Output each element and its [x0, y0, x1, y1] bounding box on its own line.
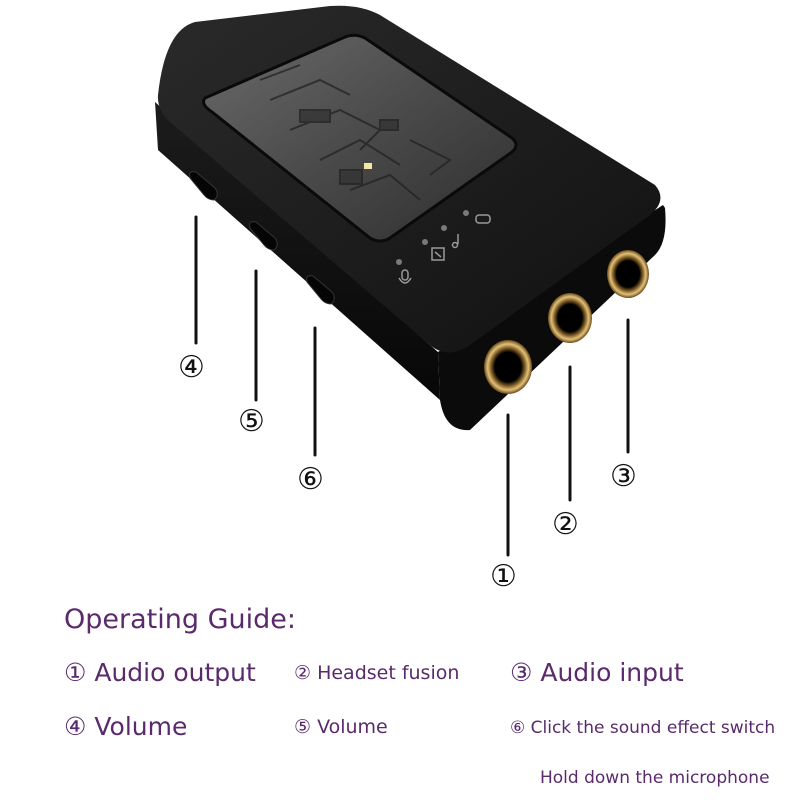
side-buttons	[189, 171, 335, 305]
device-left-side	[155, 102, 440, 400]
callout-2: ②	[552, 507, 579, 542]
music-note-icon	[451, 234, 459, 249]
screen-circuit-pattern	[259, 64, 452, 201]
guide-item-volume-4: ④ Volume	[64, 712, 188, 741]
gamepad-icon	[475, 214, 491, 224]
jack-1	[484, 340, 532, 394]
side-button-6	[306, 275, 335, 305]
callout-leader-lines	[194, 215, 630, 557]
jack-3	[607, 250, 649, 298]
side-button-4	[189, 171, 218, 201]
guide-item-headset-fusion: ② Headset fusion	[294, 662, 460, 684]
callout-6: ⑥	[297, 462, 324, 497]
guide-item-audio-input: ③ Audio input	[510, 658, 684, 687]
guide-item-sound-effect-switch: ⑥ Click the sound effect switch	[510, 718, 776, 738]
audio-jacks	[484, 250, 649, 394]
microphone-icon	[398, 269, 412, 284]
jack-2	[548, 293, 592, 343]
callout-5: ⑤	[238, 404, 265, 439]
side-button-5	[249, 221, 278, 251]
guide-item-audio-output: ① Audio output	[64, 658, 256, 687]
guide-item-hold-microphone: Hold down the microphone	[540, 768, 770, 788]
callout-4: ④	[178, 350, 205, 385]
callout-3: ③	[610, 459, 637, 494]
screen-led-chip	[364, 163, 372, 169]
device-screen	[202, 33, 518, 243]
mode-icon	[431, 247, 445, 261]
callout-1: ①	[490, 559, 517, 594]
guide-title: Operating Guide:	[64, 604, 296, 635]
guide-item-volume-5: ⑤ Volume	[294, 716, 388, 738]
